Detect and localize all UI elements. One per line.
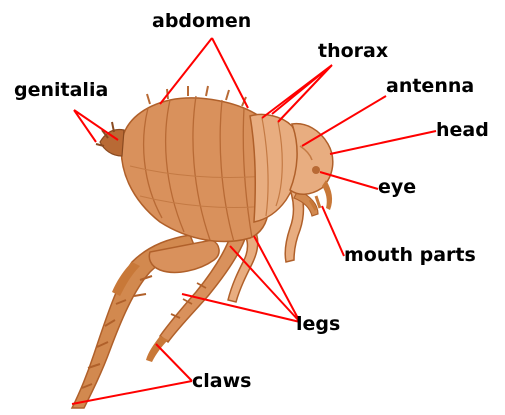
label-abdomen: abdomen [152,12,251,31]
label-thorax: thorax [318,42,388,61]
label-mouth-parts: mouth parts [344,246,476,265]
label-legs: legs [296,315,340,334]
label-eye: eye [378,178,416,197]
eye-dot [312,166,320,174]
label-genitalia: genitalia [14,81,108,100]
label-antenna: antenna [386,77,474,96]
label-claws: claws [192,372,251,391]
label-head: head [436,121,489,140]
abdomen-shape [121,86,268,242]
